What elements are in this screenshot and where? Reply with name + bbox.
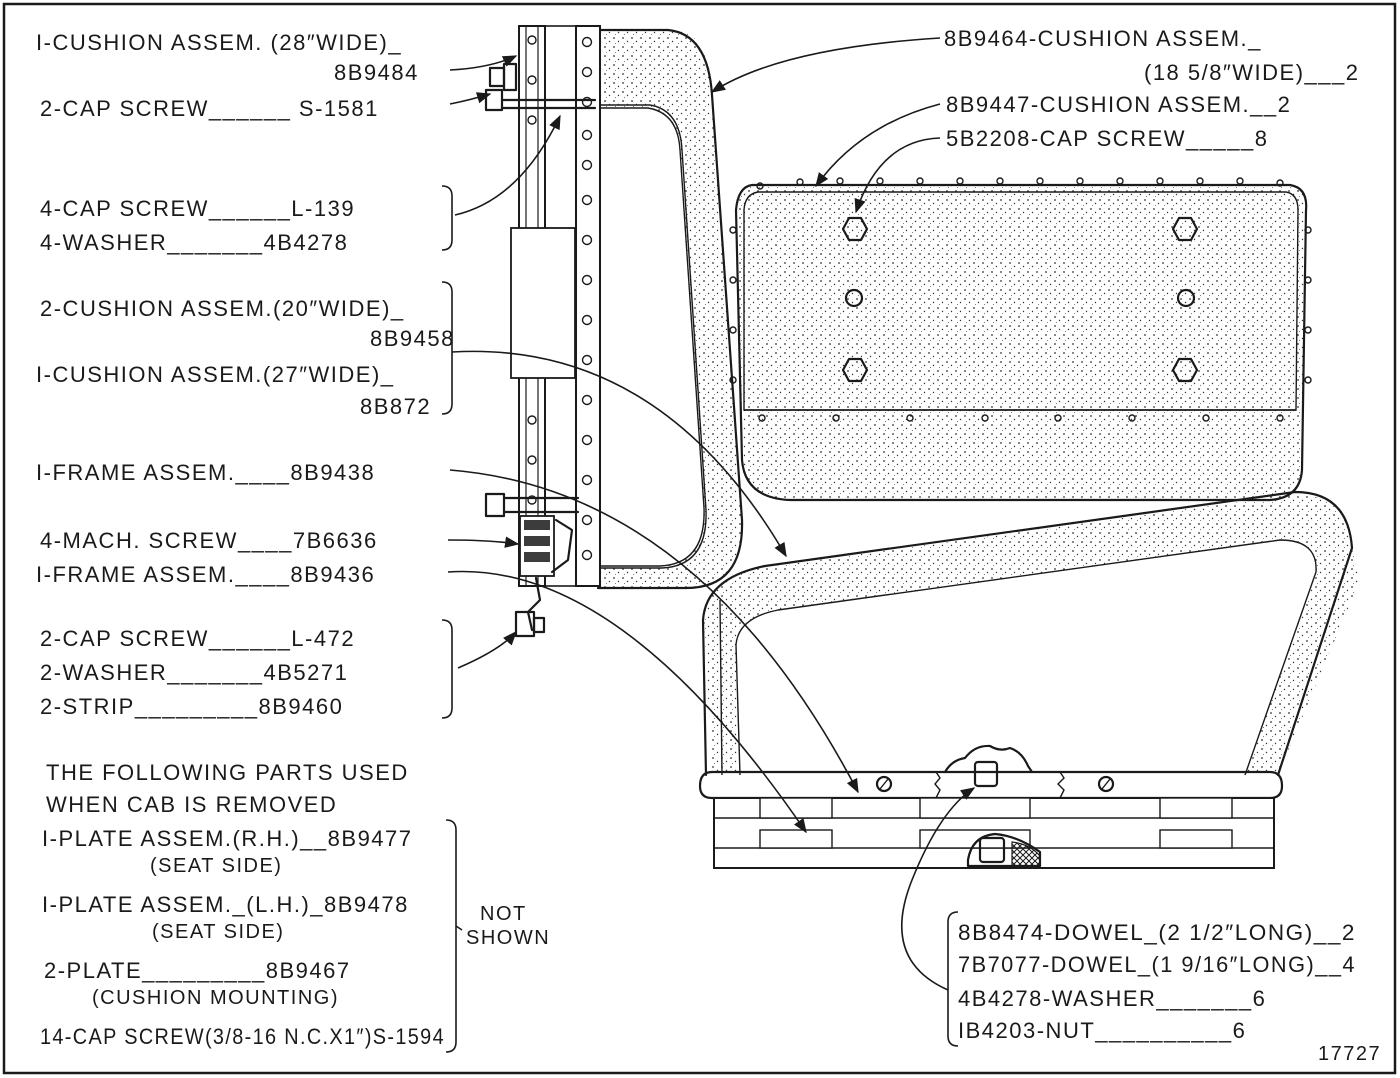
not-shown-parts-list: THE FOLLOWING PARTS USED WHEN CAB IS REM… — [40, 760, 550, 1049]
cap-screw-top — [484, 62, 597, 112]
grouping-brackets — [441, 185, 959, 1053]
label-part-8b9458: 8B9458 — [370, 326, 455, 351]
right-callout-labels: 8B9464-CUSHION ASSEM._ (18 5/8″WIDE)___2… — [944, 26, 1360, 151]
label-strip-8b9460: 2-STRIP_________8B9460 — [40, 694, 343, 719]
label-cap-screw-s1594: 14-CAP SCREW(3/8-16 N.C.X1″)S-1594 — [40, 1024, 445, 1049]
label-width-18-5-8: (18 5/8″WIDE)___2 — [1144, 60, 1360, 85]
label-cap-screw-l472: 2-CAP SCREW______L-472 — [40, 626, 355, 651]
label-dowel-7b7077: 7B7077-DOWEL_(1 9/16″LONG)__4 — [958, 952, 1356, 977]
backrest-cap-screws — [841, 216, 1199, 383]
backrest-edge-rivets — [729, 177, 1312, 422]
label-cushion-assem-20: 2-CUSHION ASSEM.(20″WIDE)_ — [40, 296, 405, 321]
label-cushion-assem-27: I-CUSHION ASSEM.(27″WIDE)_ — [36, 362, 395, 387]
seat-cushion-frame — [698, 490, 1360, 869]
rail-rivets — [527, 35, 593, 561]
label-plate-assem-lh: I-PLATE ASSEM._(L.H.)_8B9478 — [42, 892, 409, 917]
left-callout-labels: I-CUSHION ASSEM. (28″WIDE)_ 8B9484 2-CAP… — [36, 30, 455, 719]
label-seat-side-rh: (SEAT SIDE) — [150, 855, 282, 877]
not-shown-tag-line-2: SHOWN — [466, 927, 550, 949]
label-nut-1b4203: IB4203-NUT__________6 — [958, 1018, 1246, 1043]
label-cushion-assem-28: I-CUSHION ASSEM. (28″WIDE)_ — [36, 30, 402, 55]
not-shown-heading-line-1: THE FOLLOWING PARTS USED — [46, 760, 409, 785]
label-dowel-8b8474: 8B8474-DOWEL_(2 1/2″LONG)__2 — [958, 920, 1356, 945]
label-cushion-mounting: (CUSHION MOUNTING) — [92, 987, 339, 1009]
label-cushion-assem-8b9447: 8B9447-CUSHION ASSEM.__2 — [946, 92, 1291, 117]
backrest-cushion-front — [729, 177, 1312, 502]
label-mach-screw-7b6636: 4-MACH. SCREW____7B6636 — [40, 528, 378, 553]
not-shown-tag-line-1: NOT — [480, 903, 527, 925]
label-part-8b9484: 8B9484 — [334, 60, 419, 85]
label-cap-screw-l139: 4-CAP SCREW______L-139 — [40, 196, 355, 221]
label-washer-4b5271: 2-WASHER_______4B5271 — [40, 660, 348, 685]
label-plate-assem-rh: I-PLATE ASSEM.(R.H.)__8B9477 — [42, 826, 413, 851]
label-cap-screw-5b2208: 5B2208-CAP SCREW_____8 — [946, 126, 1268, 151]
leader-lines — [447, 37, 976, 991]
label-part-8b872: 8B872 — [360, 394, 431, 419]
bottom-mounting-bracket — [514, 515, 574, 638]
figure-number: 17727 — [1318, 1043, 1381, 1065]
bottom-right-callout-labels: 8B8474-DOWEL_(2 1/2″LONG)__2 7B7077-DOWE… — [958, 920, 1356, 1043]
label-plate-8b9467: 2-PLATE_________8B9467 — [44, 958, 351, 983]
not-shown-heading-line-2: WHEN CAB IS REMOVED — [46, 792, 337, 817]
label-washer-4b4278: 4-WASHER_______4B4278 — [40, 230, 348, 255]
cap-screw-lower — [484, 492, 580, 518]
label-seat-side-lh: (SEAT SIDE) — [152, 921, 284, 943]
side-view-seat-back — [484, 25, 744, 638]
label-cushion-assem-8b9464: 8B9464-CUSHION ASSEM._ — [944, 26, 1262, 51]
label-frame-assem-8b9438: I-FRAME ASSEM.____8B9438 — [36, 460, 375, 485]
label-frame-assem-8b9436: I-FRAME ASSEM.____8B9436 — [36, 562, 375, 587]
label-washer-4b4278-right: 4B4278-WASHER_______6 — [958, 986, 1266, 1011]
label-cap-screw-s1581: 2-CAP SCREW______ S-1581 — [40, 96, 379, 121]
